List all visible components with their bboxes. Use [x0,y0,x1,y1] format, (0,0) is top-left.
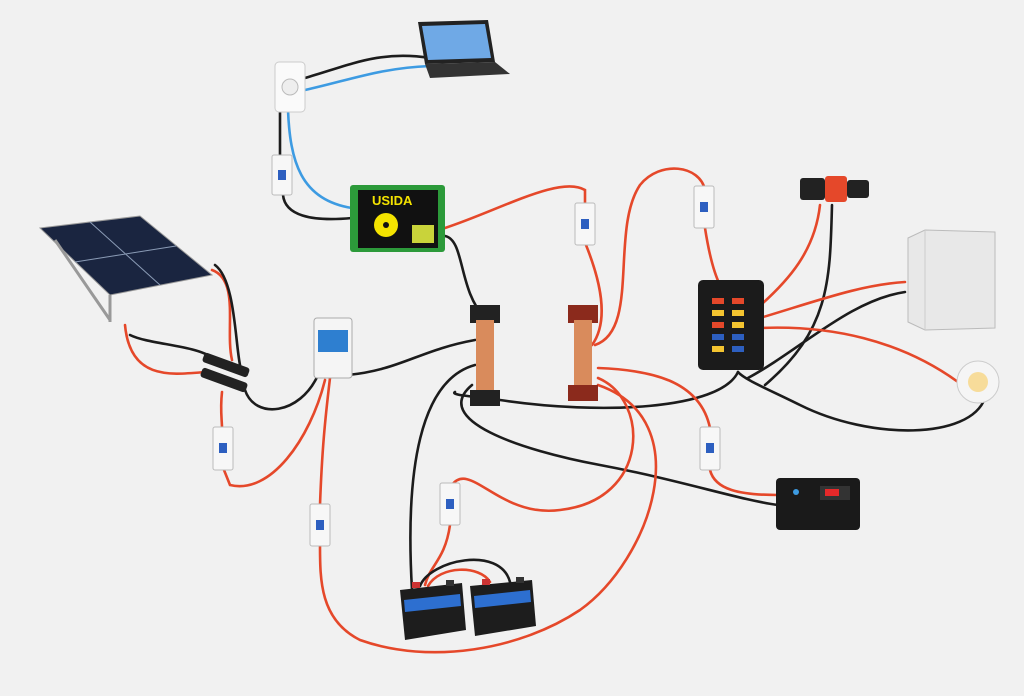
wire-redbus-breaker3 [596,366,712,430]
wire-blackbus-battery [409,363,477,592]
wires [123,54,987,654]
wire-breaker4-battery [423,523,452,587]
wire-pump-neg [763,203,834,387]
wire-controller-blackbus [346,338,477,377]
circuit-breaker[interactable] [439,482,461,526]
circuit-breaker[interactable] [212,426,234,471]
wire-panel-mc4-neg [128,333,217,362]
wire-breaker2-fusebox [703,226,722,287]
water-pump[interactable] [800,176,869,202]
wire-fuse-pump [753,203,822,312]
wire-panel-mc4-pos [123,323,207,375]
wire-lamp-neg [736,370,987,432]
circuit-breaker[interactable] [574,202,596,246]
positive-busbar[interactable] [568,305,598,401]
circuit-breaker[interactable] [699,426,721,471]
wire-battery-link-neg [418,558,512,588]
inverter-brand-logo: USIDA [372,193,413,208]
wire-panel-mc4-pos2 [210,268,234,362]
wire-outlet-laptop-neg [303,54,432,80]
wire-controller-breaker6 [222,378,327,488]
wire-breaker-redbus [584,243,603,347]
wire-fuse-lamp [758,326,960,384]
circuit-breaker[interactable] [693,185,715,229]
wire-redbus-breaker4 [450,376,635,513]
battery-charger[interactable] [776,478,860,530]
wire-fuse-fridge [758,280,907,320]
wire-blackbus-controller [460,383,780,507]
wire-panel-mc4-neg2 [213,263,242,367]
wire-breaker-inverter [281,193,354,221]
breakers [212,154,721,547]
wire-breaker3-controller [708,468,780,497]
circuit-breaker[interactable] [271,154,293,196]
wire-outlet-inverter-ac [286,108,354,210]
solar-panel[interactable] [38,215,214,322]
circuit-breaker[interactable] [309,503,331,547]
wire-outlet-laptop-ac [303,64,432,92]
wire-battery-link-pos [426,568,492,588]
wire-breaker5-controller [318,376,332,507]
wall-outlet[interactable] [274,61,306,113]
inverter[interactable]: USIDA [350,185,445,252]
battery[interactable] [470,577,536,636]
mc4-connectors[interactable] [200,352,251,393]
wire-redbus-breaker2 [593,167,707,347]
fuse-box[interactable] [698,280,764,370]
refrigerator[interactable] [907,229,996,331]
led-lamp[interactable] [956,360,1000,404]
wire-mc4-controller [243,373,320,411]
wire-inverter-breaker [443,185,587,230]
laptop[interactable] [418,20,510,78]
negative-busbar[interactable] [470,305,500,406]
wire-fridge-neg [746,290,907,380]
charge-controller[interactable] [313,317,353,379]
battery[interactable] [400,580,466,640]
wire-redbus-battery-long [318,383,658,654]
wire-mc4-breaker6 [219,390,224,430]
